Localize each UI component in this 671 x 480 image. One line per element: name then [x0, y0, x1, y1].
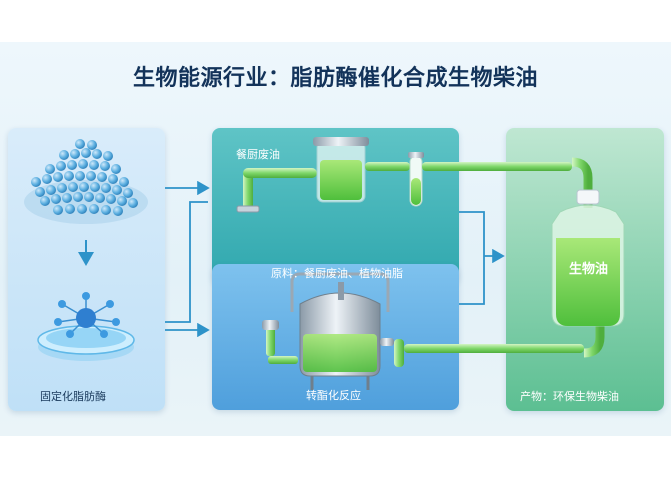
label-feedstock-top: 餐厨废油 — [236, 148, 280, 161]
product-tank — [551, 189, 625, 327]
flow-connectors — [165, 180, 505, 338]
label-feedstock-caption: 原料：餐厨废油、植物油脂 — [271, 267, 403, 280]
petri-dish-icon — [37, 292, 135, 361]
label-transesterification: 转酯化反应 — [306, 389, 361, 402]
feedstock-equipment — [236, 137, 593, 213]
process-artwork — [24, 137, 625, 390]
diagram-canvas: 生物能源行业：脂肪酶催化合成生物柴油 — [0, 42, 671, 436]
label-product-caption: 产物：环保生物柴油 — [520, 390, 619, 403]
label-product-tank: 生物油 — [569, 262, 609, 277]
enzyme-bead-pile — [24, 139, 148, 224]
reactor-equipment — [262, 272, 605, 390]
page-title: 生物能源行业：脂肪酶催化合成生物柴油 — [132, 66, 538, 91]
label-immobilized-enzyme: 固定化脂肪酶 — [40, 390, 106, 403]
